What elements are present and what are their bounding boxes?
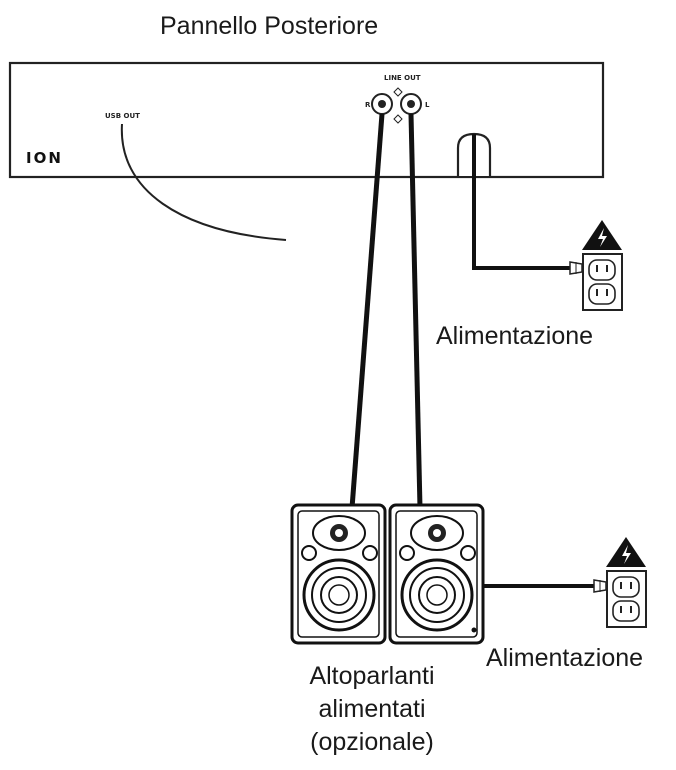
speakers-label-line2: alimentati <box>318 695 426 723</box>
warning-triangle-icon <box>582 220 622 250</box>
rca-jack-left <box>400 93 422 115</box>
power-outlet-icon <box>582 253 623 311</box>
power-label-top: Alimentazione <box>436 322 594 350</box>
speaker-icon-right <box>388 503 485 645</box>
speakers-label-line1: Altoparlanti <box>309 662 435 690</box>
usb-out-label: USB OUT <box>105 112 140 120</box>
rear-panel: ION USB OUT LINE OUT R L <box>8 61 605 179</box>
rca-cable-right <box>349 113 385 509</box>
speakers-label: Altoparlanti alimentati (opzionale) <box>270 660 474 759</box>
right-channel-label: R <box>365 101 371 109</box>
rca-jack-right <box>371 93 393 115</box>
brand-logo: ION <box>26 149 63 167</box>
warning-triangle-icon-bottom <box>606 537 646 567</box>
speaker-icon <box>290 503 387 645</box>
left-channel-label: L <box>425 101 430 109</box>
power-plug-bottom <box>593 579 607 593</box>
rca-cable-left <box>408 113 423 509</box>
diagram-title: Pannello Posteriore <box>160 12 379 40</box>
usb-cable <box>120 123 287 241</box>
power-plug-top <box>569 261 583 275</box>
turntable-power-cord <box>472 134 572 270</box>
speakers-label-line3: (opzionale) <box>310 728 434 756</box>
power-label-bottom: Alimentazione <box>486 644 644 672</box>
line-out-label: LINE OUT <box>384 74 421 82</box>
power-outlet-icon-bottom <box>606 570 647 628</box>
